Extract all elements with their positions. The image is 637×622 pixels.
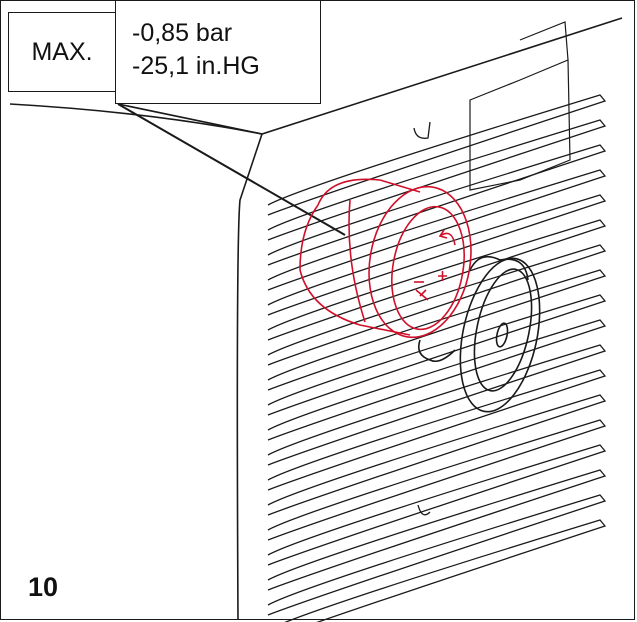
- max-label-box: MAX.: [8, 12, 116, 92]
- max-label: MAX.: [31, 37, 93, 66]
- secondary-knob: [417, 255, 541, 413]
- vent-slat: [267, 344, 607, 466]
- rotation-arrow-icon: [439, 232, 456, 246]
- vent-slat: [267, 219, 607, 341]
- vent-slat: [267, 119, 607, 241]
- vent-slat: [267, 369, 607, 491]
- vent-slat: [267, 194, 607, 316]
- device-housing: [9, 17, 623, 621]
- callout-leader-line: [117, 103, 346, 236]
- vent-slat: [284, 519, 607, 622]
- vent-slat: [267, 394, 607, 516]
- vent-slat: [267, 294, 607, 416]
- vent-slat: [267, 269, 607, 391]
- value-bar: -0,85 bar: [132, 19, 233, 47]
- vacuum-regulator-knob: [299, 178, 472, 339]
- vent-slat: [267, 244, 607, 366]
- vacuum-value-box: -0,85 bar -25,1 in.HG: [115, 0, 321, 104]
- vent-slat: [267, 444, 607, 566]
- vent-slat: [267, 319, 607, 441]
- vent-slat: [267, 169, 607, 291]
- increase-plus-icon: [438, 271, 447, 281]
- vent-slat: [267, 419, 607, 541]
- value-inhg: -25,1 in.HG: [132, 52, 260, 80]
- housing-clip: [413, 121, 431, 516]
- housing-vents: [267, 94, 607, 622]
- vent-slat: [267, 494, 607, 616]
- figure-number: 10: [28, 572, 59, 602]
- vent-slat: [267, 469, 607, 591]
- vent-slat: [267, 144, 607, 266]
- vent-slat: [267, 94, 607, 216]
